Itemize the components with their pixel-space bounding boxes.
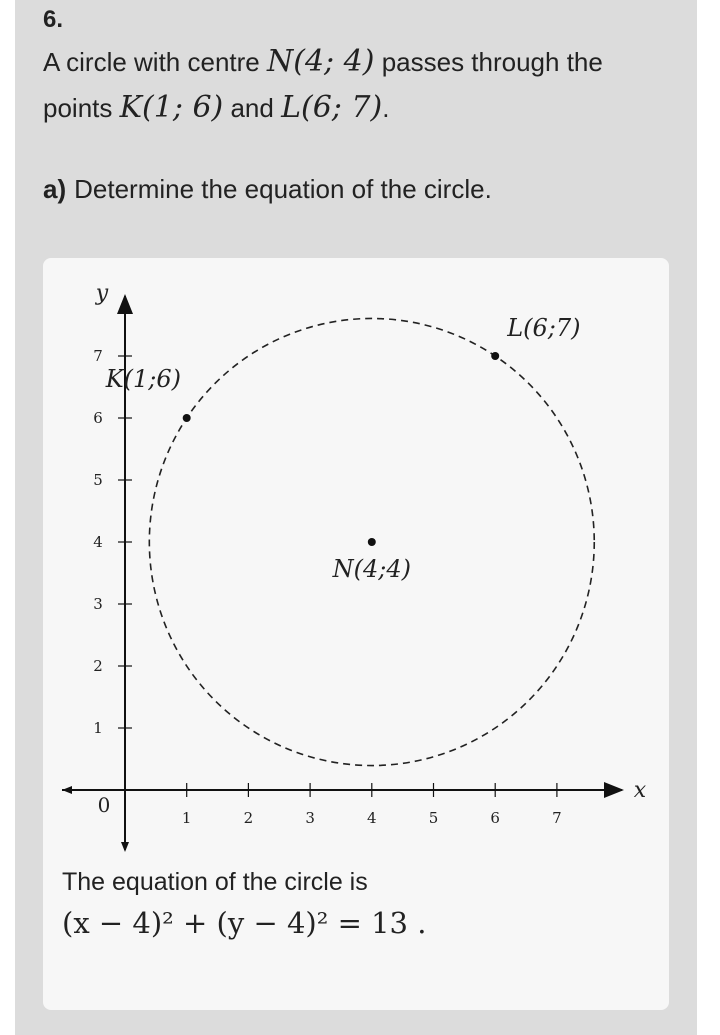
x-tick-label: 6 (490, 809, 500, 827)
graph-card (43, 258, 669, 1010)
circle-curve (148, 317, 596, 767)
question-text-c: points (43, 93, 120, 123)
part-a-prompt: a)Determine the equation of the circle. (43, 174, 492, 205)
x-tick-label: 3 (305, 809, 315, 827)
x-tick-label: 4 (367, 809, 377, 827)
x-tick-label: 2 (244, 809, 254, 827)
y-tick-label: 6 (93, 409, 103, 427)
answer-equation: (x − 4)² + (y − 4)² = 13 . (62, 906, 427, 940)
question-text-a: A circle with centre (43, 47, 267, 77)
point-k-label: K(1; 6) (119, 90, 224, 125)
x-tick-label: 5 (429, 809, 439, 827)
origin-label: 0 (98, 793, 111, 817)
point-marker (182, 414, 191, 422)
x-axis-left-arrow (62, 786, 72, 794)
y-tick-label: 2 (93, 657, 103, 675)
y-tick-label: 5 (93, 471, 103, 489)
part-a-label: a) (43, 174, 67, 204)
point-marker (491, 352, 500, 360)
part-a-text: Determine the equation of the circle. (74, 174, 492, 204)
question-number: 6. (43, 6, 64, 33)
point-label: K(1;6) (105, 365, 181, 393)
question-line-2: points K(1; 6) and L(6; 7). (43, 90, 389, 125)
point-l-label: L(6; 7) (281, 90, 383, 125)
point-label: L(6;7) (506, 314, 580, 342)
x-axis-label: x (634, 778, 647, 803)
question-text-b: passes through the (374, 47, 603, 77)
answer-intro: The equation of the circle is (62, 868, 368, 896)
y-tick-label: 7 (93, 347, 103, 365)
point-marker (367, 538, 376, 546)
y-tick-label: 3 (93, 595, 103, 613)
centre-label: N(4; 4) (266, 44, 375, 79)
y-axis-label: y (95, 281, 109, 306)
question-text-e: . (382, 93, 390, 123)
y-tick-label: 4 (93, 533, 103, 551)
question-line-1: A circle with centre N(4; 4) passes thro… (43, 44, 603, 79)
question-text-d: and (223, 93, 282, 123)
x-tick-label: 7 (552, 809, 562, 827)
y-axis-bottom-arrow (121, 842, 129, 852)
y-tick-label: 1 (93, 719, 103, 737)
point-label: N(4;4) (332, 555, 411, 583)
x-tick-label: 1 (182, 809, 192, 827)
